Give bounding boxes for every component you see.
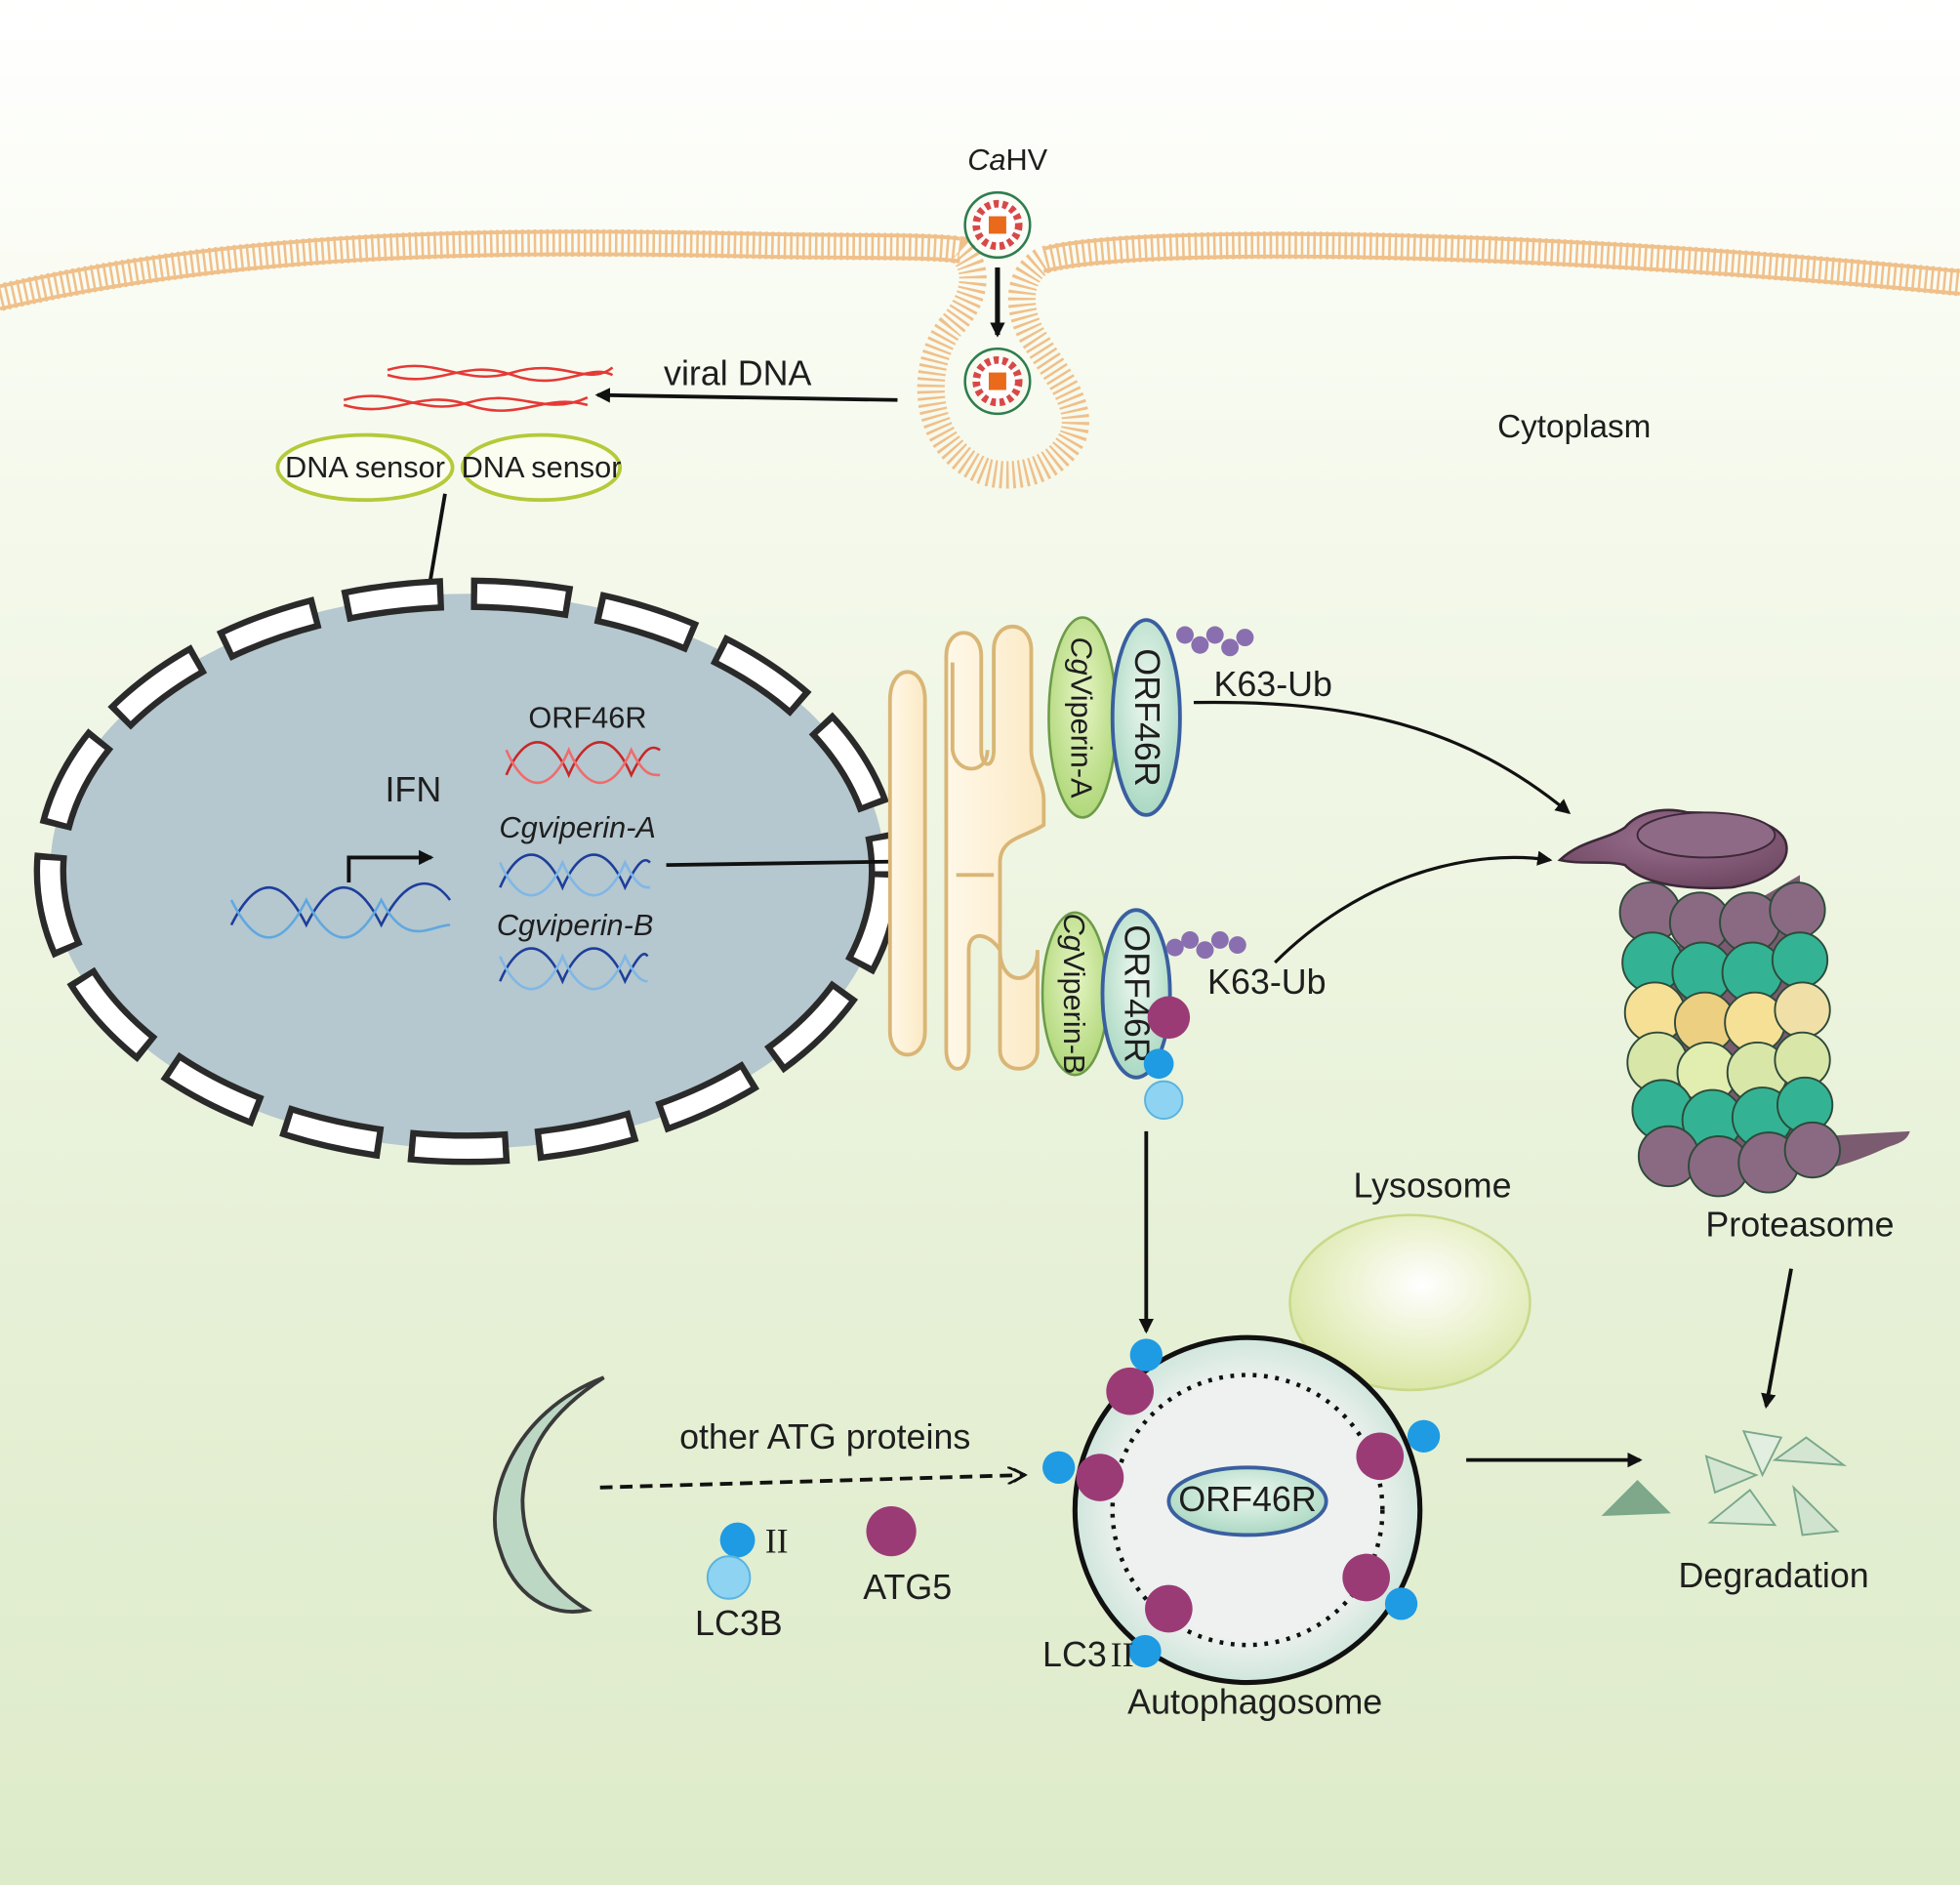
viral-dna-label: viral DNA xyxy=(664,353,811,392)
cgviperin-b-protein-label: Viperin-B xyxy=(1057,952,1091,1075)
lc3-roman-label: II xyxy=(765,1521,789,1560)
lc3-ii-roman: II xyxy=(1111,1635,1134,1674)
dna-sensor-1 xyxy=(275,432,455,503)
proteasome-icon xyxy=(1557,808,1910,1198)
dna-sensor-1-label: DNA sensor xyxy=(285,450,445,484)
cgviperin-a-gene-label: Cgviperin-A xyxy=(499,810,655,844)
dna-sensor-2 xyxy=(460,432,623,503)
lc3-icon xyxy=(719,1522,755,1558)
dna-helix-icon xyxy=(499,947,649,991)
orf46r-protein-bottom: ORF46R xyxy=(1100,908,1172,1080)
orf46r-autophagosome-label: ORF46R xyxy=(1178,1480,1316,1519)
transcription-start-arrow xyxy=(347,849,434,883)
arrow-icon xyxy=(594,388,898,403)
lc3b-label: LC3B xyxy=(695,1604,783,1643)
orf46r-protein-top-label: ORF46R xyxy=(1127,648,1166,786)
proteasome-label: Proteasome xyxy=(1705,1205,1894,1244)
cgviperin-b-protein: CgViperin-B xyxy=(1041,911,1109,1077)
other-atg-proteins-label: other ATG proteins xyxy=(679,1417,970,1456)
degradation-fragments-icon xyxy=(1601,1429,1848,1537)
cytoplasm-label: Cytoplasm xyxy=(1497,409,1651,445)
lysosome-icon xyxy=(1288,1213,1531,1392)
autophagosome-label: Autophagosome xyxy=(1127,1683,1382,1722)
cgviperin-b-gene-label: Cgviperin-B xyxy=(497,908,653,942)
virus-label: HV xyxy=(1005,143,1047,177)
lc3b-icon xyxy=(706,1555,752,1600)
dna-helix-icon xyxy=(229,882,452,939)
orf46r-gene-label: ORF46R xyxy=(528,700,646,734)
ifn-label: IFN xyxy=(385,770,441,809)
ubiquitin-chain-icon xyxy=(1165,930,1246,960)
arrow-icon xyxy=(599,1475,1025,1490)
lc3-icon xyxy=(1143,1048,1174,1080)
atg5-icon xyxy=(1147,996,1191,1040)
dna-helix-icon xyxy=(499,853,651,897)
ubiquitin-chain-icon xyxy=(1176,626,1254,657)
orf46r-protein-top: ORF46R xyxy=(1110,618,1182,817)
arrow-icon xyxy=(1274,850,1553,964)
dna-sensor-2-label: DNA sensor xyxy=(462,450,622,484)
phagophore-icon xyxy=(493,1375,605,1614)
atg5-icon xyxy=(866,1506,917,1557)
lysosome-label: Lysosome xyxy=(1354,1167,1512,1206)
atg5-label: ATG5 xyxy=(863,1568,952,1607)
svg-text:CaHV: CaHV xyxy=(967,143,1047,177)
nucleus xyxy=(33,577,902,1166)
k63-ub-bottom-label: K63-Ub xyxy=(1207,963,1327,1002)
endoplasmic-reticulum xyxy=(887,625,1046,1071)
svg-text:CgViperin-A: CgViperin-A xyxy=(1064,636,1098,799)
virus-particle-icon xyxy=(963,347,1032,416)
degradation-label: Degradation xyxy=(1678,1556,1868,1595)
arrow-icon xyxy=(666,853,919,870)
virus-particle-icon xyxy=(963,190,1032,260)
viral-dna-icon xyxy=(343,364,614,412)
cgviperin-a-prefix: Cg xyxy=(1064,636,1098,675)
cgviperin-a-protein-label: Viperin-A xyxy=(1064,676,1098,799)
plasma-membrane xyxy=(0,228,1960,489)
svg-text:CgViperin-B: CgViperin-B xyxy=(1057,913,1091,1074)
cgviperin-b-prefix: Cg xyxy=(1057,913,1091,951)
arrow-icon xyxy=(1193,700,1572,814)
lc3b-icon xyxy=(1144,1080,1184,1121)
dna-helix-icon xyxy=(505,741,661,785)
autophagosome-icon xyxy=(1042,1334,1441,1686)
arrow-icon xyxy=(1761,1268,1793,1410)
orf46r-protein-bottom-label: ORF46R xyxy=(1118,924,1157,1062)
lc3-ii-label: LC3 xyxy=(1042,1635,1107,1674)
k63-ub-top-label: K63-Ub xyxy=(1213,665,1332,704)
cgviperin-a-protein: CgViperin-A xyxy=(1047,616,1118,819)
virus-label-prefix: Ca xyxy=(967,143,1005,177)
